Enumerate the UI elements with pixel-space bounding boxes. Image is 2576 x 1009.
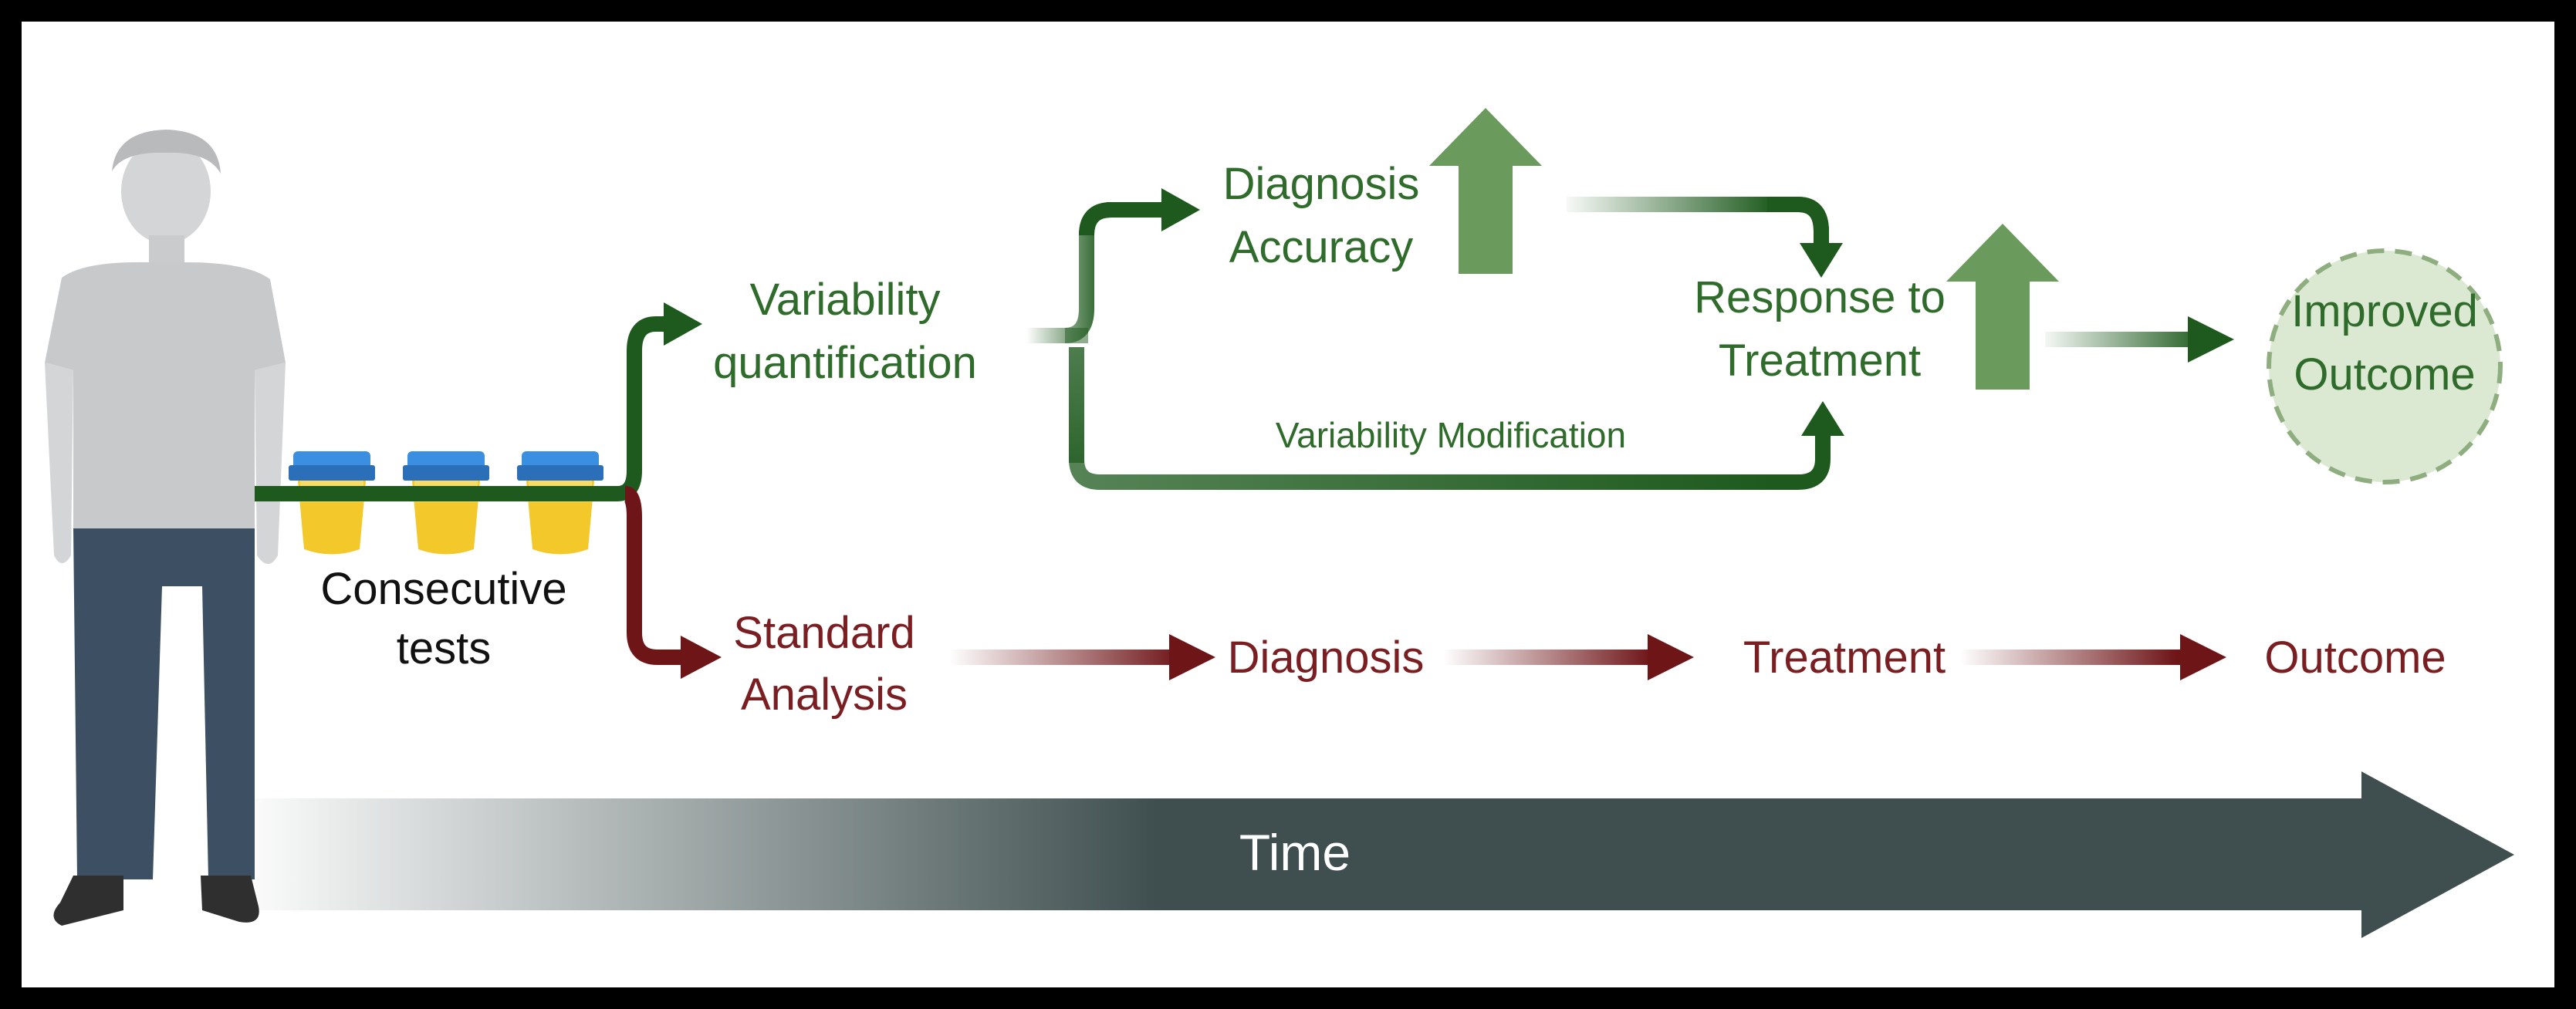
response-to-treatment-label-line1: Response to: [1694, 272, 1946, 322]
time-label: Time: [1239, 824, 1351, 881]
up-arrow-icon: [1946, 224, 2059, 390]
green-branch-arrows: [255, 188, 2234, 501]
consecutive-tests-label-line1: Consecutive: [320, 564, 566, 614]
improved-outcome-label-line1: Improved: [2291, 286, 2478, 336]
response-to-treatment-label-line2: Treatment: [1719, 336, 1921, 386]
consecutive-tests-label-line2: tests: [397, 623, 492, 673]
time-arrow: [232, 771, 2514, 938]
diagnosis-accuracy-label-line1: Diagnosis: [1223, 159, 1420, 209]
variability-quantification-label-line2: quantification: [713, 338, 977, 388]
treatment-label: Treatment: [1743, 633, 1946, 683]
up-arrow-icon: [1429, 108, 1542, 274]
standard-analysis-label-line2: Analysis: [741, 670, 908, 720]
improved-outcome-circle: [2267, 248, 2503, 484]
red-branch-arrows: [623, 486, 2226, 680]
outcome-label: Outcome: [2264, 633, 2446, 683]
diagnosis-label: Diagnosis: [1228, 633, 1425, 683]
standard-analysis-label-line1: Standard: [733, 608, 914, 658]
person-icon: [45, 130, 286, 926]
variability-modification-label: Variability Modification: [1276, 415, 1626, 455]
diagnosis-accuracy-label-line2: Accuracy: [1229, 222, 1414, 272]
variability-quantification-label-line1: Variability: [749, 275, 940, 325]
improved-outcome-label-line2: Outcome: [2294, 349, 2475, 400]
